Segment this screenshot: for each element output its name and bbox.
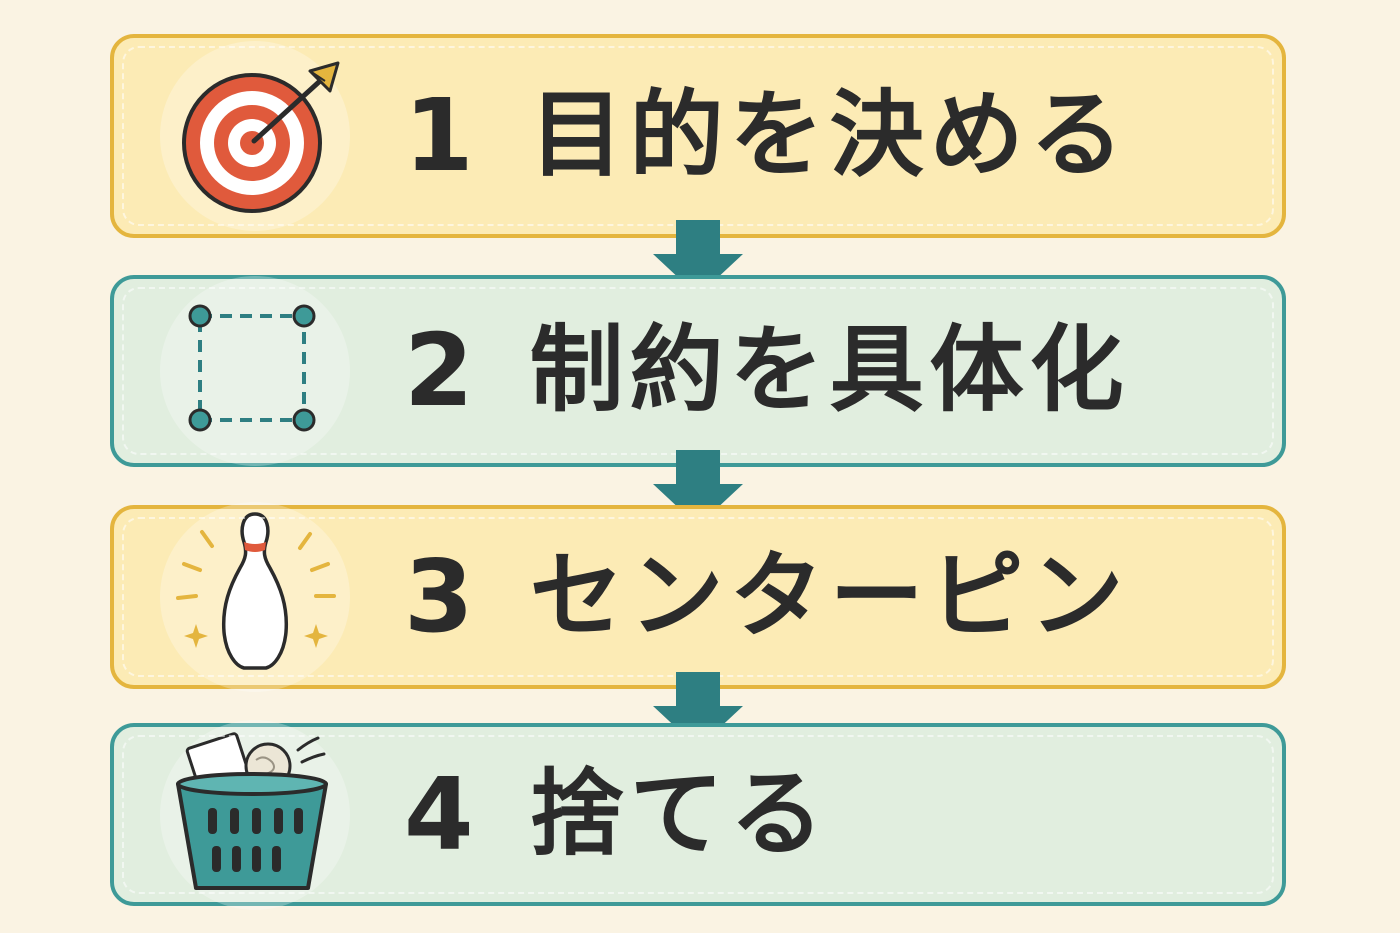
- step-4-label: 4 捨てる: [404, 755, 830, 873]
- step-2-text: 制約を具体化: [529, 316, 1130, 425]
- arrow-down-icon: [653, 450, 743, 526]
- step-3-card: 3 センターピン: [110, 502, 1286, 692]
- step-3-label: 3 センターピン: [404, 547, 1130, 647]
- step-1-card: 1 目的を決める: [110, 34, 1286, 238]
- step-4-number: 4: [404, 755, 474, 873]
- bowling-pin-icon: [160, 502, 350, 692]
- arrow-down-icon: [653, 220, 743, 296]
- step-3-number: 3: [404, 538, 474, 655]
- trash-basket-icon: [160, 719, 350, 910]
- step-2-label: 2 制約を具体化: [404, 321, 1130, 421]
- step-1-number: 1: [404, 77, 474, 194]
- step-4-card: 4 捨てる: [110, 719, 1286, 910]
- step-2-card: 2 制約を具体化: [110, 275, 1286, 467]
- step-2-number: 2: [404, 312, 474, 429]
- arrow-down-icon: [653, 672, 743, 748]
- step-1-label: 1 目的を決める: [404, 86, 1130, 186]
- step-4-text: 捨てる: [529, 759, 830, 869]
- dashed-frame-icon: [160, 276, 350, 466]
- step-1-text: 目的を決める: [529, 81, 1130, 190]
- target-icon: [160, 41, 350, 231]
- step-3-text: センターピン: [529, 542, 1130, 651]
